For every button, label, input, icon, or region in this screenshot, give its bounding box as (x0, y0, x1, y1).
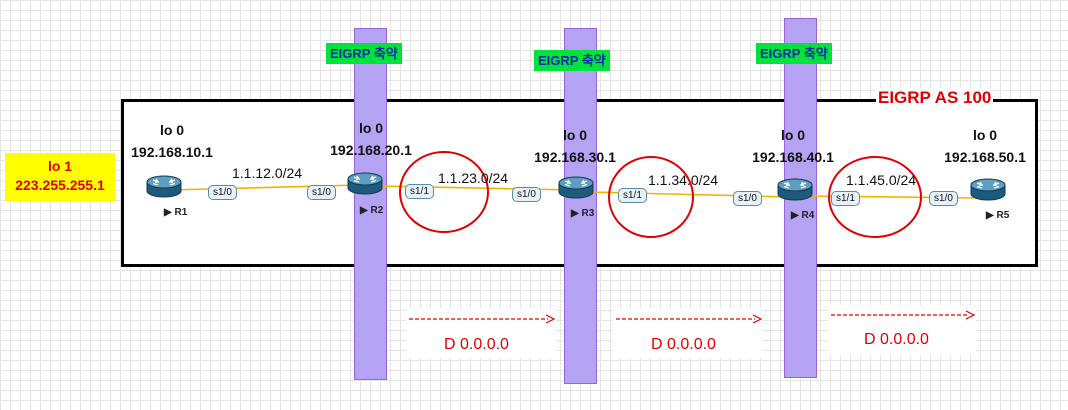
r2-loopback0: lo 0 192.168.20.1 (311, 119, 431, 159)
router-icon (777, 178, 813, 201)
default-route-box-1 (406, 308, 556, 358)
router-r4[interactable] (775, 174, 815, 204)
lo0-ip: 192.168.40.1 (752, 149, 834, 165)
r4-loopback0: lo 0 192.168.40.1 (733, 126, 853, 166)
lo1-name: lo 1 (47, 158, 73, 174)
lo0-ip: 192.168.30.1 (534, 149, 616, 165)
r3-loopback0: lo 0 192.168.30.1 (515, 126, 635, 166)
lo1-ip: 223.255.255.1 (15, 177, 105, 193)
default-route-box-2 (613, 308, 763, 358)
default-route-2: D 0.0.0.0 (651, 336, 716, 353)
subnet-r4-r5: 1.1.45.0/24 (846, 172, 917, 188)
router-label: R1 (174, 207, 188, 218)
default-route-3: D 0.0.0.0 (864, 331, 929, 348)
subnet-r1-r2: 1.1.12.0/24 (232, 165, 303, 181)
summary-column-r3 (564, 28, 597, 384)
r5-loopback0: lo 0 192.168.50.1 (925, 126, 1045, 166)
iface-r3-s1-1: s1/1 (618, 188, 647, 203)
route-arrowhead-1 (545, 314, 556, 324)
lo0-name: lo 0 (780, 127, 806, 143)
router-name-r1: ▶ R1 (164, 207, 188, 218)
focus-circle-r4 (828, 156, 922, 238)
router-label: R4 (801, 210, 815, 221)
subnet-r2-r3: 1.1.23.0/24 (438, 170, 509, 186)
iface-r2-s1-0: s1/0 (307, 185, 336, 200)
iface-r5-s1-0: s1/0 (929, 191, 958, 206)
router-icon (146, 175, 182, 198)
router-icon (970, 178, 1006, 201)
summary-badge-r2: EIGRP 축약 (326, 43, 402, 64)
router-name-r4: ▶ R4 (791, 210, 815, 221)
lo0-name: lo 0 (358, 120, 384, 136)
lo0-ip: 192.168.10.1 (131, 144, 213, 160)
router-label: R2 (370, 205, 384, 216)
route-arrowhead-3 (965, 310, 976, 320)
iface-r4-s1-0: s1/0 (733, 191, 762, 206)
router-r3[interactable] (556, 172, 596, 202)
lo0-name: lo 0 (562, 127, 588, 143)
r1-loopback1: lo 1 223.255.255.1 (5, 153, 115, 201)
router-name-r2: ▶ R2 (360, 205, 384, 216)
focus-circle-r3 (608, 156, 694, 238)
router-label: R5 (996, 210, 1010, 221)
route-arrowhead-2 (752, 314, 763, 324)
default-route-1: D 0.0.0.0 (444, 336, 509, 353)
iface-r4-s1-1: s1/1 (831, 191, 860, 206)
iface-r1-s1-0: s1/0 (208, 185, 237, 200)
router-r5[interactable] (968, 174, 1008, 204)
r1-loopback0: lo 0 192.168.10.1 (112, 121, 232, 161)
default-route-box-3 (828, 305, 976, 355)
router-label: R3 (581, 208, 595, 219)
summary-badge-r3: EIGRP 축약 (534, 50, 610, 71)
focus-circles (399, 151, 922, 238)
lo0-name: lo 0 (972, 127, 998, 143)
summary-badge-r4: EIGRP 축약 (756, 43, 832, 64)
iface-r2-s1-1: s1/1 (405, 184, 434, 199)
router-name-r3: ▶ R3 (571, 208, 595, 219)
as-label: EIGRP AS 100 (876, 88, 994, 108)
focus-circle-r2 (399, 151, 489, 233)
router-r2[interactable] (345, 168, 385, 198)
summary-column-r2 (354, 28, 387, 380)
router-icon (347, 172, 383, 195)
subnet-r3-r4: 1.1.34.0/24 (648, 172, 719, 188)
lo0-name: lo 0 (159, 122, 185, 138)
iface-r3-s1-0: s1/0 (512, 187, 541, 202)
lo0-ip: 192.168.20.1 (330, 142, 412, 158)
router-name-r5: ▶ R5 (986, 210, 1010, 221)
router-icon (558, 176, 594, 199)
lo0-ip: 192.168.50.1 (944, 149, 1026, 165)
router-r1[interactable] (144, 171, 184, 201)
